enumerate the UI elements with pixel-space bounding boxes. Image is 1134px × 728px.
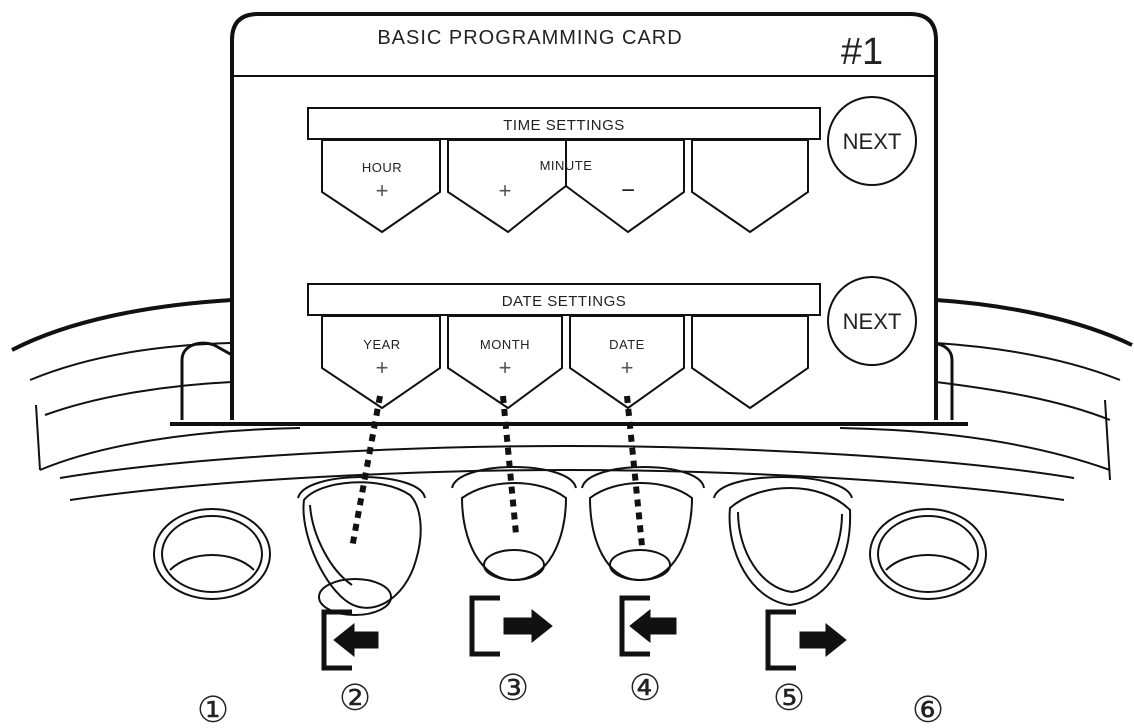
date-label: DATE: [609, 337, 645, 352]
button-number-1: ①: [197, 689, 229, 728]
physical-button-3[interactable]: [451, 466, 577, 582]
key-date-plus[interactable]: [569, 315, 685, 410]
key-hour-plus[interactable]: [321, 139, 441, 234]
physical-button-4[interactable]: [581, 466, 705, 582]
key-minute-minus[interactable]: [565, 140, 685, 234]
button-numbers: ① ② ③ ④ ⑤ ⑥: [197, 667, 944, 728]
button-number-4: ④: [629, 667, 661, 708]
month-plus-symbol: +: [499, 355, 512, 380]
card-number: #1: [841, 31, 883, 73]
key-minute-plus[interactable]: [447, 140, 567, 234]
date-next-label: NEXT: [843, 309, 902, 334]
month-label: MONTH: [480, 337, 530, 352]
physical-button-5[interactable]: [713, 476, 853, 607]
minute-plus-symbol: +: [499, 178, 512, 203]
hour-label: HOUR: [362, 160, 402, 175]
time-next-label: NEXT: [843, 129, 902, 154]
arrow-left-icon: [619, 595, 677, 657]
key-year-plus[interactable]: [321, 315, 441, 410]
date-settings-header: DATE SETTINGS: [502, 293, 627, 310]
guide-month-to-button-3: [500, 395, 519, 535]
time-next-button[interactable]: [827, 96, 917, 186]
time-settings-header: TIME SETTINGS: [503, 117, 625, 134]
dotted-guides: [349, 395, 645, 549]
year-plus-symbol: +: [376, 355, 389, 380]
button-number-3: ③: [497, 667, 529, 708]
physical-button-1[interactable]: [153, 508, 271, 600]
arrow-left-icon: [321, 609, 379, 671]
key-time-blank[interactable]: [691, 139, 809, 234]
physical-buttons: [153, 466, 987, 616]
time-settings-panel: TIME SETTINGS HOUR + MINUTE + − NEXT: [307, 96, 917, 234]
physical-button-6[interactable]: [869, 508, 987, 600]
arrow-right-icon: [765, 609, 847, 671]
console-body: [11, 298, 1133, 501]
year-label: YEAR: [363, 337, 400, 352]
button-number-2: ②: [339, 677, 371, 718]
date-settings-panel: DATE SETTINGS YEAR + MONTH + DATE + NEXT: [307, 276, 917, 410]
date-next-button[interactable]: [827, 276, 917, 366]
card-title: BASIC PROGRAMMING CARD: [377, 27, 682, 49]
key-month-plus[interactable]: [447, 315, 563, 410]
button-number-6: ⑥: [912, 689, 944, 728]
arrow-right-icon: [469, 595, 553, 657]
button-number-5: ⑤: [773, 677, 805, 718]
date-plus-symbol: +: [621, 355, 634, 380]
arrow-icons: [321, 595, 847, 671]
minute-minus-symbol: −: [621, 177, 635, 204]
physical-button-2[interactable]: [297, 476, 426, 616]
minute-label: MINUTE: [540, 158, 593, 173]
hour-plus-symbol: +: [376, 178, 389, 203]
key-date-blank[interactable]: [691, 315, 809, 410]
